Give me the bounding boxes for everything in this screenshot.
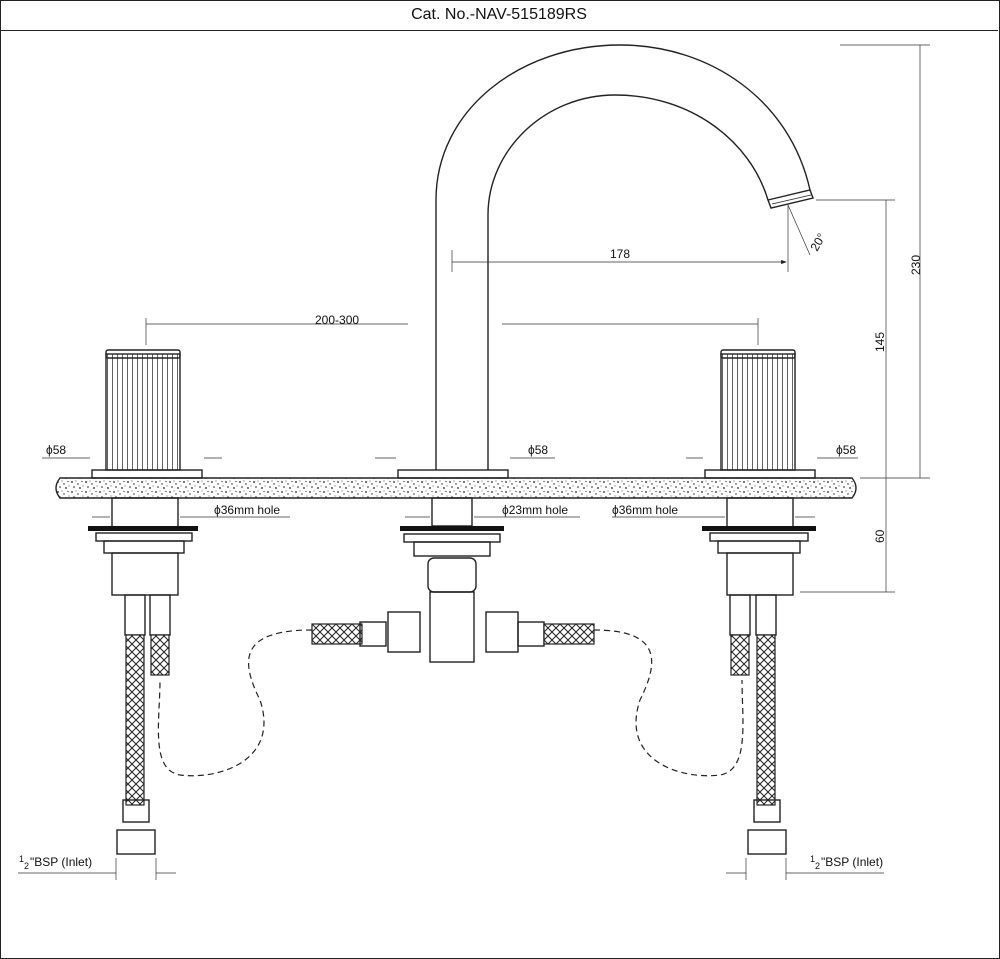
inlet-right-text: "BSP (Inlet): [821, 855, 883, 869]
label-spout-height: 145: [873, 332, 887, 352]
inlet-left-text: "BSP (Inlet): [30, 855, 92, 869]
label-under-deck: 60: [873, 529, 887, 543]
dashed-hoses: [157, 629, 744, 777]
label-hole-right: ϕ36mm hole: [612, 503, 678, 517]
page-title: Cat. No.-NAV-515189RS: [411, 6, 587, 23]
right-valve-body: [702, 497, 816, 855]
right-handle: [704, 349, 816, 479]
left-valve-body: [88, 497, 198, 855]
label-spread: 200-300: [315, 313, 359, 327]
label-spout-base-dia: ϕ58: [528, 443, 548, 457]
label-hole-center: ϕ23mm hole: [502, 503, 568, 517]
label-total-height: 230: [909, 255, 923, 275]
inlet-left-num: 1: [19, 854, 24, 864]
countertop: [55, 477, 857, 499]
dimension-labels: 200-300 178 230 145 60 20° ϕ58 ϕ58 ϕ58 ϕ…: [46, 231, 923, 543]
label-spout-reach: 178: [610, 247, 630, 261]
inlet-left-den: 2: [24, 861, 29, 871]
label-handle-dia-left: ϕ58: [46, 443, 66, 457]
title-bar: Cat. No.-NAV-515189RS: [0, 0, 998, 31]
inlet-right-num: 1: [810, 854, 815, 864]
label-handle-dia-right: ϕ58: [836, 443, 856, 457]
center-mixer-body: [311, 497, 595, 663]
inlet-label-right: 1 2 "BSP (Inlet): [810, 854, 883, 871]
spout: [397, 44, 814, 479]
left-handle: [91, 349, 203, 479]
inlet-right-den: 2: [815, 861, 820, 871]
label-spout-angle: 20°: [807, 231, 828, 254]
dimension-lines: [18, 44, 930, 880]
inlet-label-left: 1 2 "BSP (Inlet): [19, 854, 92, 871]
label-hole-left: ϕ36mm hole: [214, 503, 280, 517]
